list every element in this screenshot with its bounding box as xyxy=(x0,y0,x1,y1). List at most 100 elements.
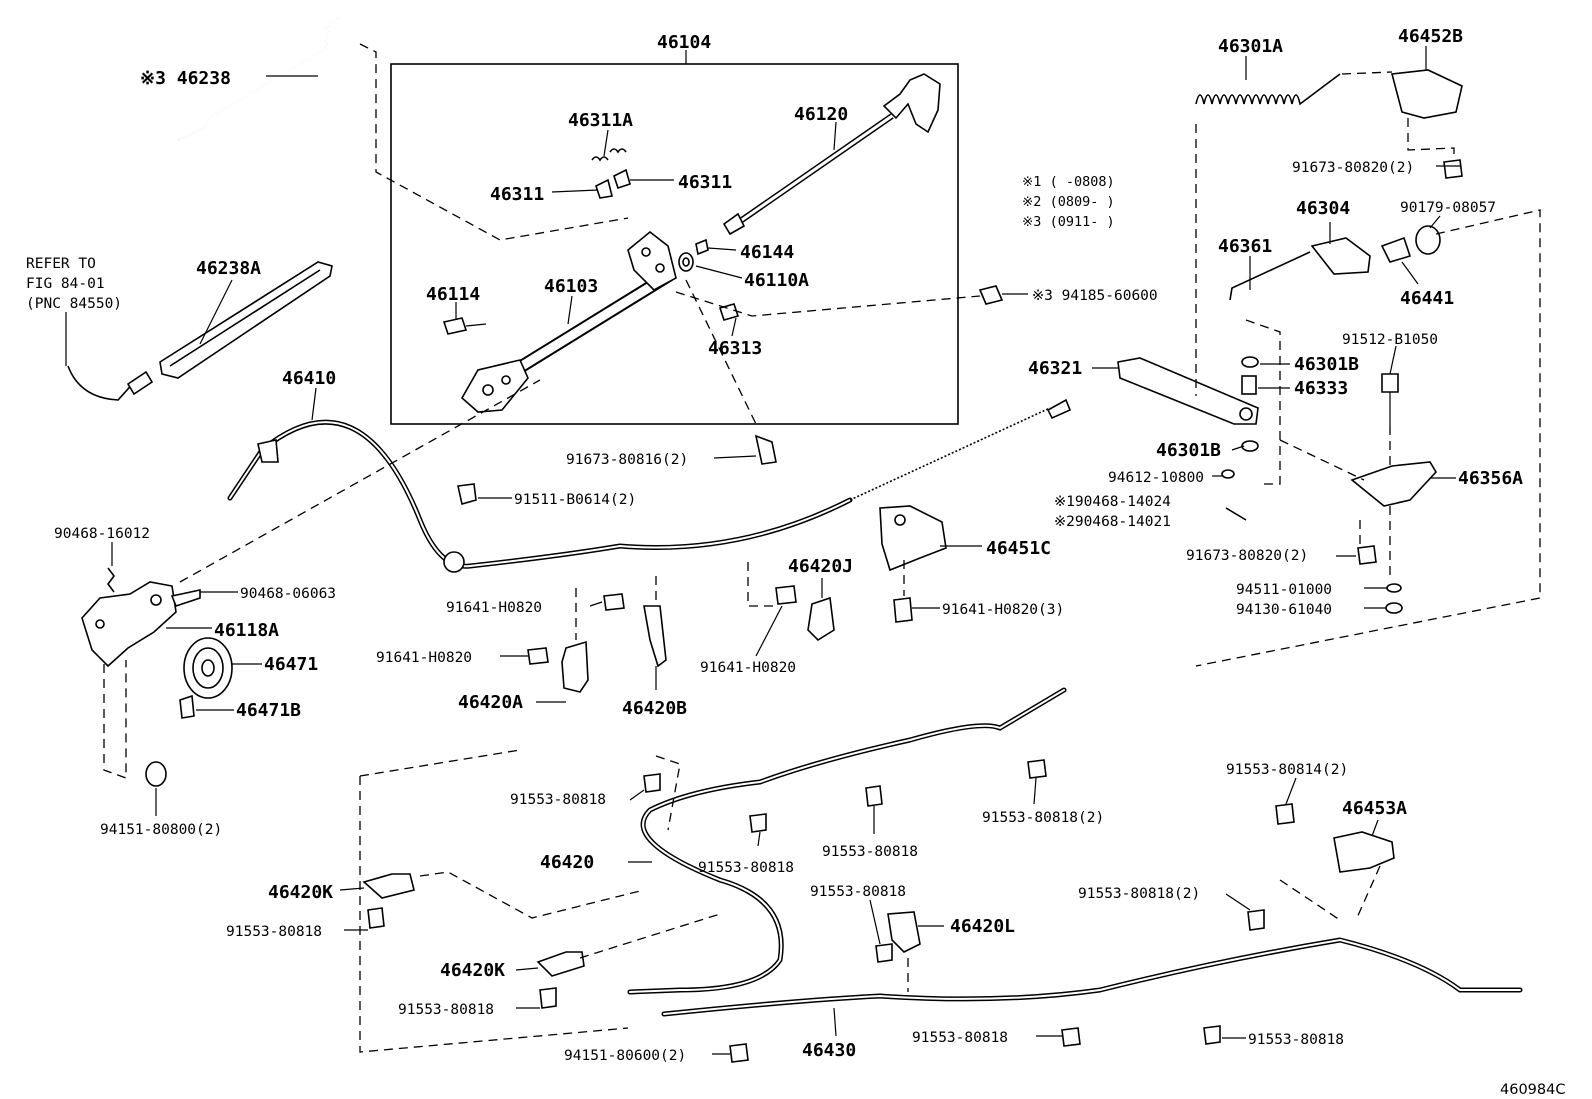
label-46420K-top: 46420K xyxy=(268,882,333,903)
refer-to-note: REFER TO FIG 84-01 (PNC 84550) xyxy=(26,256,122,312)
label-46420J: 46420J xyxy=(788,556,853,577)
washer-94612 xyxy=(1221,469,1235,479)
label-91553-80818-2b: 91553-80818(2) xyxy=(1078,886,1200,902)
pin-46313 xyxy=(718,303,740,321)
label-46420A: 46420A xyxy=(458,692,523,713)
label-46144: 46144 xyxy=(740,242,794,263)
rod-46238 xyxy=(177,17,339,141)
refer-line-1: REFER TO xyxy=(26,256,96,272)
clip-46311-left xyxy=(595,178,613,199)
label-91673-80820-top: 91673-80820(2) xyxy=(1292,160,1414,176)
label-46321: 46321 xyxy=(1028,358,1082,379)
clip-46311-right xyxy=(613,168,631,190)
label-91641-H0820-c: 91641-H0820 xyxy=(700,660,796,676)
label-91673-80816: 91673-80816(2) xyxy=(566,452,688,468)
label-46103: 46103 xyxy=(544,276,598,297)
label-46420K-bot: 46420K xyxy=(440,960,505,981)
bolt-91673-80816 xyxy=(754,434,777,465)
label-46452B: 46452B xyxy=(1398,26,1463,47)
label-91553-80814: 91553-80814(2) xyxy=(1226,762,1348,778)
collar-46333 xyxy=(1241,375,1257,395)
label-46471B: 46471B xyxy=(236,700,301,721)
pulley-46471 xyxy=(183,637,233,699)
label-46471: 46471 xyxy=(264,654,318,675)
label-46333: 46333 xyxy=(1294,378,1348,399)
washer-94511 xyxy=(1386,583,1402,593)
front-cable-46410 xyxy=(227,398,1072,573)
bracket-46118A xyxy=(81,581,201,668)
label-91511-B0614: 91511-B0614(2) xyxy=(514,492,636,508)
ring-46110A xyxy=(678,252,694,272)
label-91553-80818-g: 91553-80818 xyxy=(912,1030,1008,1046)
note-3: ※3 (0911- ) xyxy=(1022,214,1115,230)
label-91553-80818-d: 91553-80818 xyxy=(226,924,322,940)
nut-94151-80800 xyxy=(145,761,167,787)
label-46238A: 46238A xyxy=(196,258,261,279)
note-1: ※1 ( -0808) xyxy=(1022,174,1115,190)
label-46301B-top: 46301B xyxy=(1294,354,1359,375)
label-91553-80818-c: 91553-80818 xyxy=(822,844,918,860)
bolts-91553 xyxy=(367,759,1295,1063)
springs-46311A xyxy=(591,148,627,162)
clip-90468-16012 xyxy=(107,567,115,593)
bracket-46451C xyxy=(879,505,947,572)
label-90468-16012: 90468-16012 xyxy=(54,526,150,542)
kit-box-title: 46104 xyxy=(657,32,711,53)
label-91553-80818-b: 91553-80818 xyxy=(698,860,794,876)
label-46410: 46410 xyxy=(282,368,336,389)
label-46356A: 46356A xyxy=(1458,468,1523,489)
washer-46301B-bot xyxy=(1241,440,1259,452)
label-46311A: 46311A xyxy=(568,110,633,131)
label-46311-left: 46311 xyxy=(490,184,544,205)
label-94511-01000: 94511-01000 xyxy=(1236,582,1332,598)
label-91553-80818-h: 91553-80818 xyxy=(1248,1032,1344,1048)
bolt-91673-80820-top xyxy=(1443,159,1463,179)
bracket-46452B xyxy=(1390,69,1463,119)
nut-94130 xyxy=(1385,602,1403,614)
label-94151-80800: 94151-80800(2) xyxy=(100,822,222,838)
bracket-46420K-top xyxy=(362,873,415,899)
bracket-46420L xyxy=(887,911,921,953)
sheet-46238A xyxy=(159,261,333,379)
label-90468-14024: ※190468-14024 xyxy=(1054,494,1171,510)
kit-box-46104 xyxy=(390,63,959,425)
label-46453A: 46453A xyxy=(1342,798,1407,819)
label-46313: 46313 xyxy=(708,338,762,359)
label-91512-B1050: 91512-B1050 xyxy=(1342,332,1438,348)
release-rod-46120 xyxy=(722,73,941,236)
label-46420B: 46420B xyxy=(622,698,687,719)
label-46361: 46361 xyxy=(1218,236,1272,257)
bolt-91641-d xyxy=(893,597,913,623)
nut-94185-60600 xyxy=(978,285,1004,305)
pin-46114 xyxy=(442,317,487,335)
label-94185-60600: ※3 94185-60600 xyxy=(1032,288,1158,304)
reference-dashed-lines xyxy=(103,43,1541,1053)
bolt-91512 xyxy=(1381,373,1399,426)
label-91641-H0820-b: 91641-H0820 xyxy=(376,650,472,666)
label-91553-80818-a: 91553-80818 xyxy=(510,792,606,808)
label-46304: 46304 xyxy=(1296,198,1350,219)
bush-90179 xyxy=(1415,225,1441,255)
label-91553-80818-f: 91553-80818 xyxy=(398,1002,494,1018)
refer-line-2: FIG 84-01 xyxy=(26,276,105,292)
bolt-91641-b xyxy=(527,647,549,665)
lever-46321 xyxy=(1117,357,1259,425)
harness-connector xyxy=(67,365,154,401)
label-94151-80600: 94151-80600(2) xyxy=(564,1048,686,1064)
washer-46301B-top xyxy=(1241,356,1259,368)
label-46118A: 46118A xyxy=(214,620,279,641)
brake-lever-46103 xyxy=(460,230,677,413)
pin-46144 xyxy=(695,238,709,256)
label-46301A: 46301A xyxy=(1218,36,1283,57)
leader-lines xyxy=(65,46,1460,1055)
pin-46471B xyxy=(179,694,195,719)
bracket-46420B xyxy=(643,605,667,668)
rod-46361 xyxy=(1229,251,1311,301)
label-94612-10800: 94612-10800 xyxy=(1108,470,1204,486)
label-94130-61040: 94130-61040 xyxy=(1236,602,1332,618)
bracket-46420J xyxy=(807,596,835,642)
label-91553-80818-2a: 91553-80818(2) xyxy=(982,810,1104,826)
label-91553-80818-e: 91553-80818 xyxy=(810,884,906,900)
label-46311-right: 46311 xyxy=(678,172,732,193)
label-46441: 46441 xyxy=(1400,288,1454,309)
